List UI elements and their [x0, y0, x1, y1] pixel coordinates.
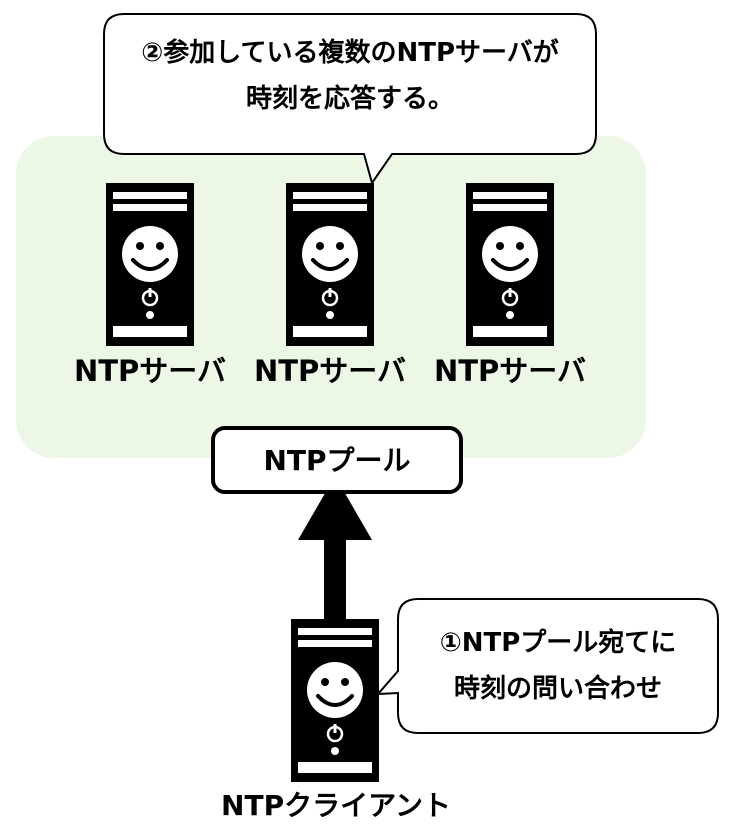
- ntp-server-3: [466, 183, 554, 346]
- response-callout-bubble: [103, 13, 597, 186]
- power-icon: [321, 288, 339, 307]
- query-callout-text: ①NTPプール宛てに 時刻の問い合わせ: [398, 620, 718, 712]
- ntp-server-label-1: NTPサーバ: [73, 354, 227, 388]
- smiley-face-icon: [302, 226, 358, 282]
- power-icon: [501, 288, 519, 307]
- ntp-server-2: [286, 183, 374, 346]
- ntp-pool-box: [211, 426, 463, 494]
- ntp-server-1: [106, 183, 194, 346]
- smiley-face-icon: [482, 226, 538, 282]
- response-callout-line-2: 時刻を応答する。: [245, 84, 454, 114]
- query-callout-line-1: ①NTPプール宛てに: [439, 628, 677, 658]
- response-callout-line-1: ②参加している複数のNTPサーバが: [141, 38, 559, 68]
- ntp-pool-label: NTPプール: [263, 444, 411, 477]
- ntp-server-label-2: NTPサーバ: [253, 354, 407, 388]
- smiley-face-icon: [122, 226, 178, 282]
- query-callout-line-2: 時刻の問い合わせ: [453, 674, 662, 704]
- ntp-client-label: NTPクライアント: [221, 789, 451, 822]
- response-callout-text: ②参加している複数のNTPサーバが 時刻を応答する。: [104, 30, 596, 122]
- request-arrow: [298, 476, 372, 620]
- smiley-face-icon: [307, 662, 363, 718]
- power-icon: [141, 288, 159, 307]
- query-callout-bubble: [375, 598, 719, 734]
- power-icon: [326, 724, 344, 743]
- ntp-client: [291, 619, 379, 782]
- ntp-server-label-3: NTPサーバ: [433, 354, 587, 388]
